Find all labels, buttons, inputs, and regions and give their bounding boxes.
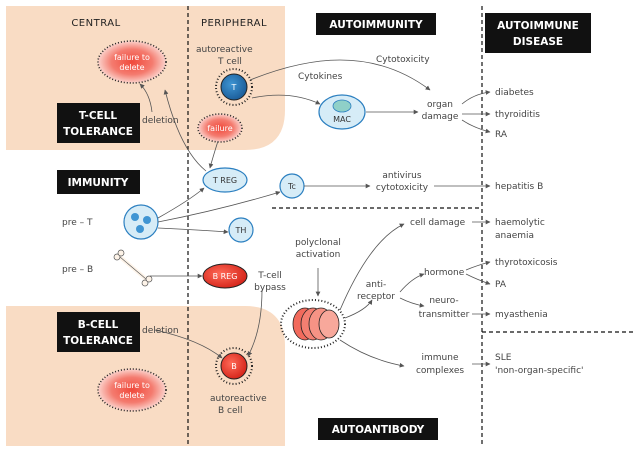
t-cell-label: T [231,83,237,92]
t-cell-bypass-line2: bypass [254,283,286,293]
pre-t-label: pre – T [62,218,93,228]
failure-to-delete-b-blob: failure to delete [97,368,167,412]
pre-t-cell [123,204,159,240]
t-cell-bypass-line1: T-cell [257,271,281,281]
autoreactive-t-line1: autoreactive [196,45,253,55]
cytotoxicity-label: Cytotoxicity [376,55,430,65]
disease-diabetes: diabetes [495,88,534,98]
immunity-box [57,170,140,194]
disease-sle-line2: 'non-organ-specific' [495,366,584,376]
disease-ra: RA [495,130,508,140]
autoimmune-disease-header-box [485,13,591,53]
b-cell-label: B [231,362,237,371]
antivirus-line2: cytotoxicity [376,183,429,193]
failure-label: failure [207,124,232,133]
deletion-t-label: deletion [142,116,179,126]
cell-damage-label: cell damage [410,218,466,228]
hormone-label: hormone [424,268,465,278]
failure-to-delete-b-line1: failure to [114,381,150,390]
immune-complexes-line1: immune [422,353,459,363]
disease-hepatitis-b: hepatitis B [495,182,543,192]
t-cell-tolerance-box [57,103,140,143]
organ-damage-line1: organ [427,100,453,110]
t-cell-tolerance-line2: TOLERANCE [63,126,133,138]
tc-cell: Tc [279,173,305,199]
autoreactive-b-line2: B cell [218,406,243,416]
failure-to-delete-t-line2: delete [119,63,144,72]
disease-haemolytic-line1: haemolytic [495,218,545,228]
organ-damage-line2: damage [422,112,459,122]
b-cell-tolerance-line2: TOLERANCE [63,335,133,347]
peripheral-header: PERIPHERAL [201,18,267,29]
autoantibody-header-box [318,418,438,440]
macrophage: MAC [318,94,366,130]
breg-label: B REG [213,272,238,281]
autoimmunity-header-box [316,13,436,35]
autoreactive-t-line2: T cell [217,57,242,67]
antivirus-line1: antivirus [382,171,421,181]
th-cell: TH [228,217,254,243]
b-cell-tolerance-box [57,312,140,352]
pre-b-label: pre – B [62,265,93,275]
immunity-label: IMMUNITY [68,177,129,189]
disease-sle-line1: SLE [495,353,512,363]
autoantibody-header: AUTOANTIBODY [332,424,425,436]
failure-to-delete-t-blob: failure to delete [97,40,167,84]
failure-to-delete-t-line1: failure to [114,53,150,62]
polyclonal-line1: polyclonal [295,238,341,248]
polyclonal-line2: activation [296,250,341,260]
treg-label: T REG [212,176,237,185]
mac-label: MAC [333,115,351,124]
disease-pa: PA [495,280,507,290]
autoreactive-b-line1: autoreactive [210,394,267,404]
tc-label: Tc [287,182,296,191]
central-header: CENTRAL [71,18,120,29]
b-cell-tolerance-line1: B-CELL [78,319,119,331]
t-cell: T [215,68,253,106]
th-label: TH [235,226,247,235]
disease-thyroiditis: thyroiditis [495,110,540,120]
autoimmunity-header: AUTOIMMUNITY [329,19,423,31]
autoimmune-disease-header-line2: DISEASE [513,36,563,48]
arrows [139,59,491,368]
disease-myasthenia: myasthenia [495,310,548,320]
neurotransmitter-line2: transmitter [419,310,470,320]
failure-blob: failure [197,113,243,143]
disease-thyrotoxicosis: thyrotoxicosis [495,258,558,268]
breg-cell: B REG [202,263,248,289]
anti-receptor-line1: anti- [366,280,387,290]
plasma-cell [280,299,346,349]
b-cell: B [215,347,253,385]
bone-icon [113,249,153,287]
anti-receptor-line2: receptor [357,292,395,302]
t-cell-tolerance-line1: T-CELL [79,110,118,122]
neurotransmitter-line1: neuro- [429,296,458,306]
immune-complexes-line2: complexes [416,366,464,376]
cytokines-label: Cytokines [298,72,343,82]
autoimmune-disease-header-line1: AUTOIMMUNE [497,20,579,32]
failure-to-delete-b-line2: delete [119,391,144,400]
deletion-b-label: deletion [142,326,179,336]
disease-haemolytic-line2: anaemia [495,231,534,241]
treg-cell: T REG [202,167,248,193]
